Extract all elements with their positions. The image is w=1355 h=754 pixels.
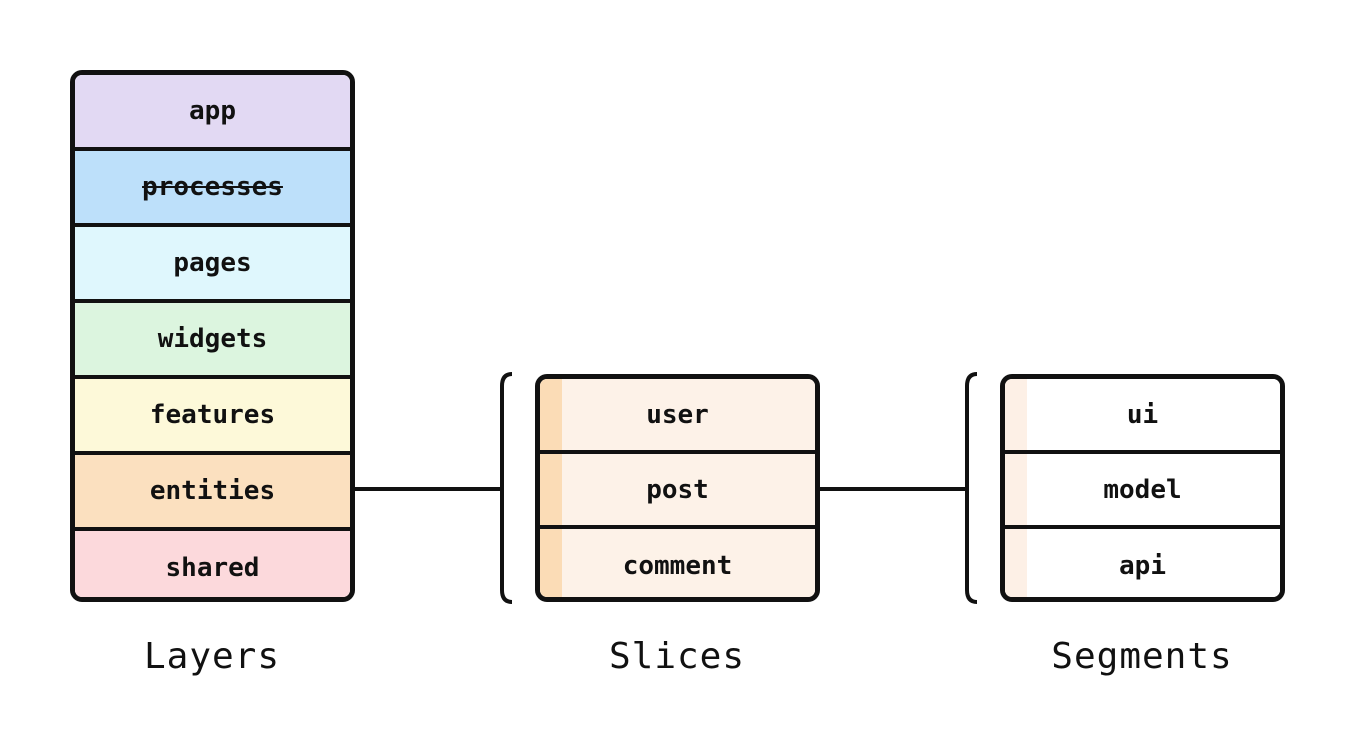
- layer-pages-label: pages: [173, 248, 252, 278]
- layer-features-label: features: [149, 400, 276, 430]
- layers-stack: app processes pages widgets features ent…: [70, 70, 355, 602]
- slice-user: user: [540, 379, 815, 454]
- segments-stack: ui model api: [1000, 374, 1285, 602]
- slices-caption: Slices: [608, 636, 746, 677]
- slice-post: post: [540, 454, 815, 529]
- segment-api-label: api: [1119, 550, 1166, 581]
- layer-processes: processes: [75, 151, 350, 227]
- slice-comment: comment: [540, 529, 815, 597]
- slice-post-label: post: [646, 474, 709, 505]
- layer-features: features: [75, 379, 350, 455]
- layer-app: app: [75, 75, 350, 151]
- slice-comment-label: comment: [622, 550, 733, 581]
- segment-ui: ui: [1005, 379, 1280, 454]
- layer-shared: shared: [75, 531, 350, 597]
- layer-shared-label: shared: [165, 553, 260, 583]
- slices-stack: user post comment: [535, 374, 820, 602]
- layers-caption: Layers: [143, 636, 281, 677]
- layer-entities: entities: [75, 455, 350, 531]
- slices-bracket: [500, 372, 513, 604]
- segments-bracket: [965, 372, 978, 604]
- slice-user-label: user: [646, 399, 709, 430]
- layer-widgets-label: widgets: [157, 324, 268, 354]
- layer-app-label: app: [189, 96, 236, 126]
- segment-model-label: model: [1103, 474, 1182, 505]
- segment-api: api: [1005, 529, 1280, 597]
- layer-widgets: widgets: [75, 303, 350, 379]
- segments-caption: Segments: [1051, 636, 1233, 677]
- layer-pages: pages: [75, 227, 350, 303]
- segment-ui-label: ui: [1126, 399, 1159, 430]
- layer-entities-label: entities: [149, 476, 276, 506]
- layer-processes-label: processes: [142, 172, 283, 202]
- segment-model: model: [1005, 454, 1280, 529]
